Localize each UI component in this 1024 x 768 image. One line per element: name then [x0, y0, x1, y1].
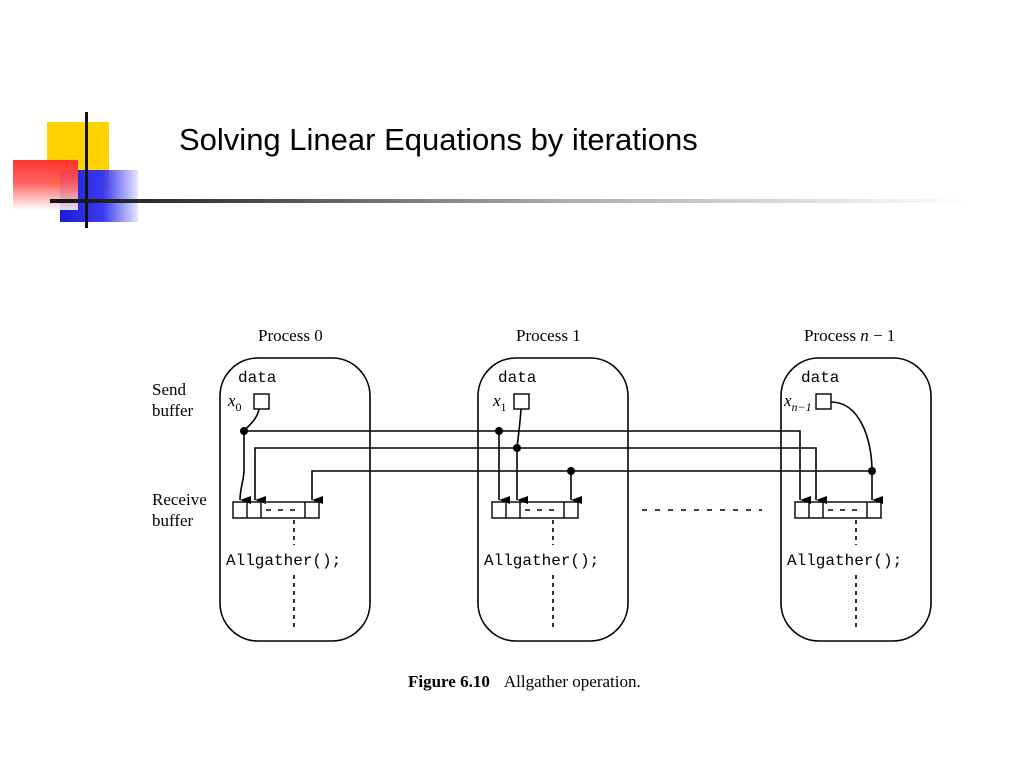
- xn-to-p0-arrow: [311, 470, 872, 504]
- xn-send-curve: [830, 401, 873, 472]
- process-0-var: x0: [227, 391, 242, 414]
- process-0: Process 0 data x0 Allgather();: [219, 326, 371, 642]
- process-1-data-label: data: [498, 369, 537, 387]
- process-0-receive-buffer: [232, 501, 320, 519]
- process-1-call: Allgather();: [484, 552, 599, 570]
- junction-dot: [868, 467, 876, 475]
- process-1-header: Process 1: [516, 326, 581, 345]
- x0-to-p0-arrow: [239, 431, 252, 505]
- junction-dot: [513, 444, 521, 452]
- process-0-send-cell: [253, 393, 270, 410]
- process-n-minus-1-box: [780, 357, 932, 642]
- process-n-minus-1-call: Allgather();: [787, 552, 902, 570]
- title-underline: [50, 199, 970, 203]
- process-1-box: [477, 357, 629, 642]
- process-n-minus-1: Process n − 1 data xn−1 Allgather();: [780, 326, 932, 642]
- process-n-minus-1-receive-buffer: [794, 501, 882, 519]
- process-0-header: Process 0: [258, 326, 323, 345]
- process-n-minus-1-var: xn−1: [783, 391, 812, 414]
- data-flow-lines: [239, 401, 883, 505]
- process-1-var: x1: [492, 391, 507, 414]
- slide-title: Solving Linear Equations by iterations: [179, 122, 698, 157]
- junction-dot: [567, 467, 575, 475]
- process-0-data-label: data: [238, 369, 277, 387]
- receive-label-line1: Receive: [152, 490, 207, 509]
- x1-send-curve: [516, 408, 522, 449]
- send-label-line2: buffer: [152, 401, 194, 420]
- process-1-receive-buffer: [491, 501, 579, 519]
- process-n-minus-1-send-cell: [815, 393, 832, 410]
- process-n-minus-1-header: Process n − 1: [804, 326, 895, 345]
- x1-to-p0-arrow: [254, 447, 517, 504]
- junction-dots: [240, 427, 876, 475]
- process-1-send-cell: [513, 393, 530, 410]
- x1-to-pn-arrow: [517, 447, 827, 504]
- decorative-vertical-line: [85, 112, 88, 228]
- send-label-line1: Send: [152, 380, 187, 399]
- process-0-box: [219, 357, 371, 642]
- junction-dot: [240, 427, 248, 435]
- process-1: Process 1 data x1 Allgather();: [477, 326, 629, 642]
- x0-broadcast-line: [244, 430, 811, 504]
- process-0-call: Allgather();: [226, 552, 341, 570]
- receive-label-line2: buffer: [152, 511, 194, 530]
- junction-dot: [495, 427, 503, 435]
- process-n-minus-1-data-label: data: [801, 369, 840, 387]
